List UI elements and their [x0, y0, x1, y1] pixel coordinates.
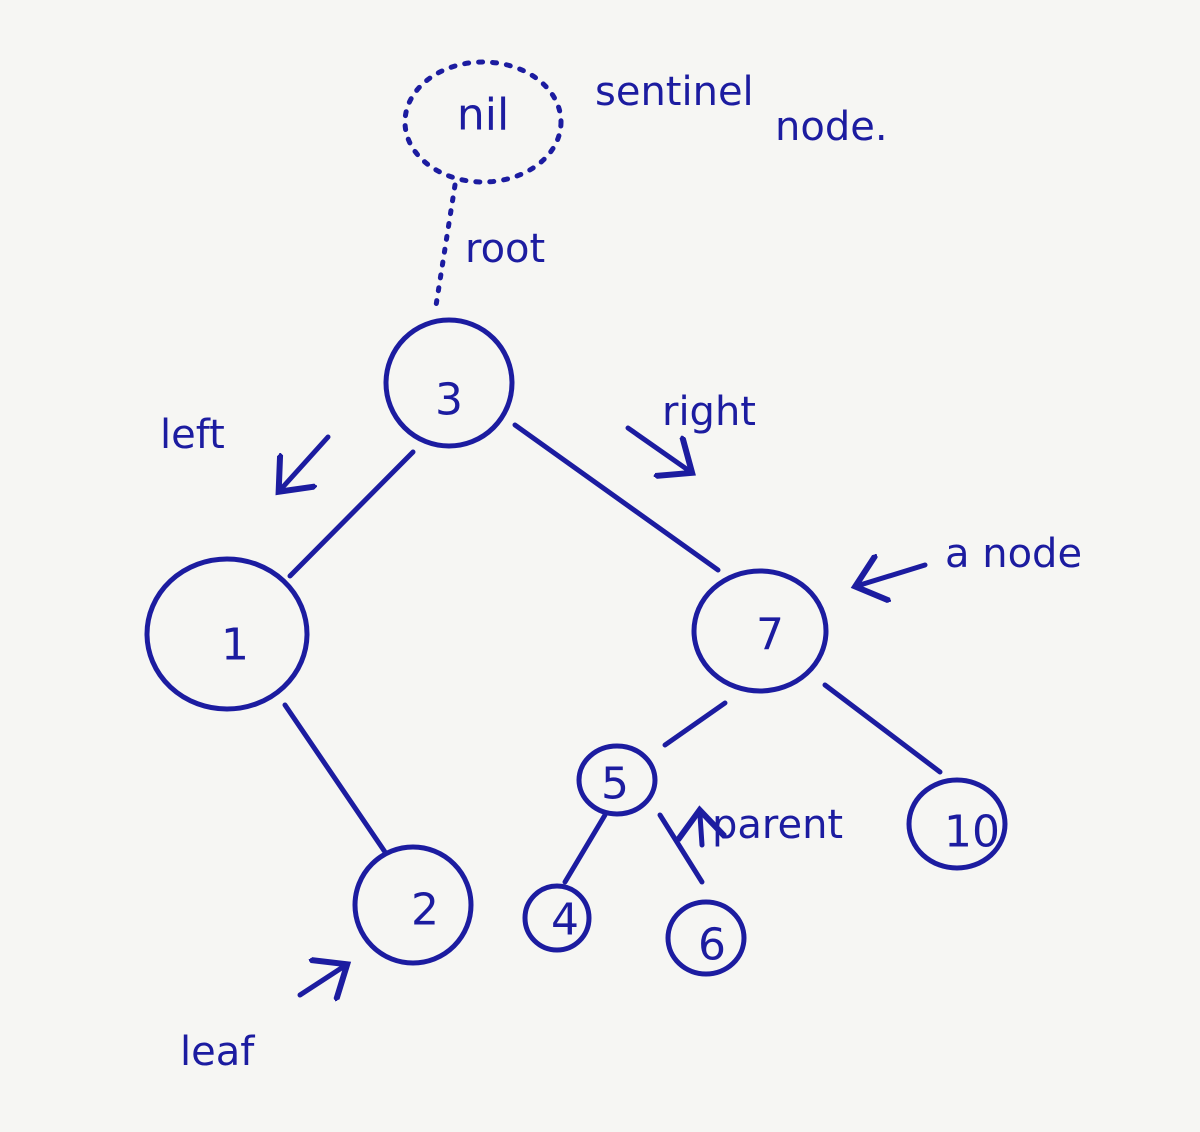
edge-5-6 [657, 812, 705, 885]
node-value: 7 [756, 610, 784, 661]
tree-edges [282, 422, 943, 885]
parent-arrow-icon [700, 815, 702, 848]
node-2: 2 [352, 844, 474, 966]
edge-5-4 [562, 812, 608, 885]
node-10: 10 [906, 777, 1008, 871]
leaf-label: leaf [180, 1029, 255, 1075]
root-pointer-line [432, 182, 458, 315]
node-value: 10 [944, 807, 1000, 858]
node-value: 2 [411, 885, 439, 936]
edge-7-10 [822, 682, 943, 775]
left-label: left [160, 412, 225, 458]
node-4: 4 [522, 883, 592, 953]
parent-label: parent [712, 802, 843, 848]
edge-3-1 [287, 449, 416, 579]
right-arrow-icon [625, 425, 688, 470]
node-value: 6 [698, 920, 726, 971]
sentinel-label: nil [457, 90, 509, 141]
node-3: 3 [383, 317, 515, 449]
right-label: right [662, 389, 756, 435]
edge-1-2 [282, 702, 388, 855]
leaf-arrow-icon [297, 967, 343, 995]
a-node-arrow-icon [860, 565, 928, 585]
node-7: 7 [691, 568, 829, 694]
sentinel-caption-line2: node. [775, 104, 888, 150]
sentinel-node: nil [402, 59, 564, 185]
root-label: root [465, 226, 545, 272]
node-6: 6 [665, 899, 747, 977]
sentinel-caption-line1: sentinel [595, 69, 754, 115]
a-node-label: a node [945, 531, 1082, 577]
node-value: 5 [601, 759, 629, 810]
edge-3-7 [512, 422, 721, 573]
node-1: 1 [144, 556, 310, 712]
node-value: 3 [435, 375, 463, 426]
node-5: 5 [576, 743, 658, 817]
edge-7-5 [662, 700, 728, 748]
node-value: 4 [551, 895, 579, 946]
node-value: 1 [221, 620, 249, 671]
left-arrow-icon [282, 434, 331, 488]
